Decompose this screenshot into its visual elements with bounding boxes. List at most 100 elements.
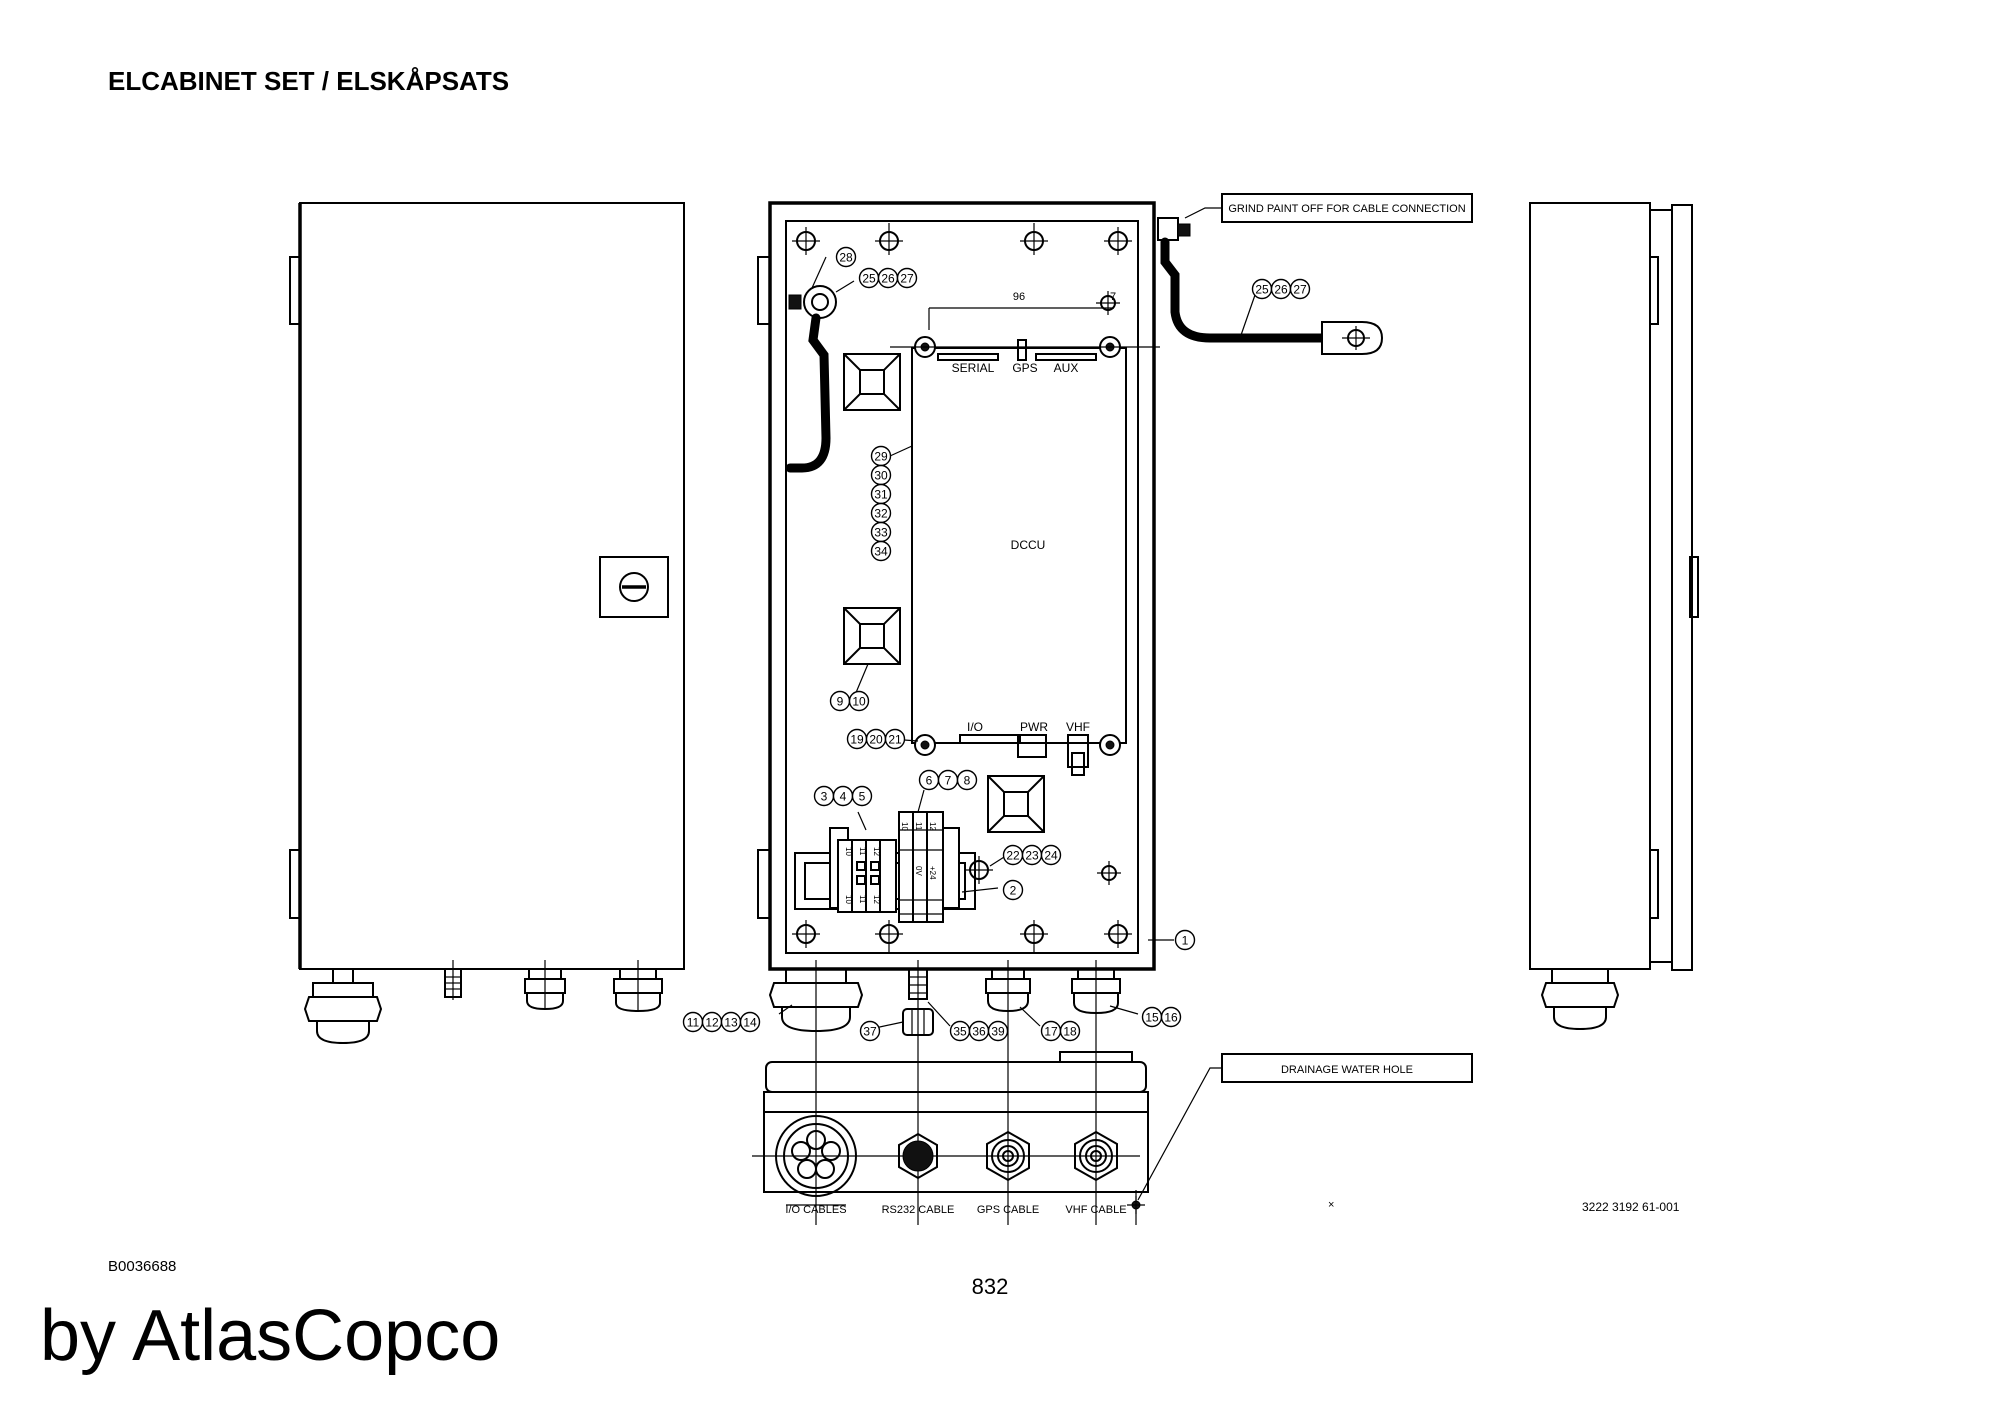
cable-tie-mount-2 <box>843 607 901 665</box>
item-number: 22 <box>1006 849 1020 863</box>
cabinet-bottom-view: I/O CABLES RS232 CABLE GPS CABLE VHF CAB… <box>752 1051 1149 1216</box>
item-balloon: 4 <box>832 785 854 807</box>
item-number: 33 <box>874 526 888 540</box>
item-balloon: 19 <box>846 728 868 750</box>
item-number: 16 <box>1164 1011 1178 1025</box>
dccu-module: 96 7 DCCU SERIAL GPS AUX I/O PWR VHF <box>890 291 1160 776</box>
label-gps-cable: GPS CABLE <box>977 1204 1039 1216</box>
item-balloon: 6 <box>918 769 940 791</box>
item-number: 30 <box>874 469 888 483</box>
item-number: 3 <box>821 790 828 804</box>
mounting-holes <box>792 223 1132 952</box>
item-balloon: 10 <box>848 690 870 712</box>
item-balloon: 26 <box>1270 278 1292 300</box>
callout-grind-paint-text: GRIND PAINT OFF FOR CABLE CONNECTION <box>1228 203 1465 215</box>
item-balloon: 33 <box>870 521 892 543</box>
item-balloon: 39 <box>987 1020 1009 1042</box>
item-number: 23 <box>1025 849 1039 863</box>
item-number: 15 <box>1145 1011 1159 1025</box>
item-balloon: 30 <box>870 464 892 486</box>
gps-gland-bottom <box>986 1130 1030 1182</box>
item-balloon: 7 <box>937 769 959 791</box>
item-balloon: 22 <box>1002 844 1024 866</box>
page-number: 832 <box>972 1274 1009 1299</box>
terminal-num: 12 <box>872 895 881 904</box>
item-number: 28 <box>839 251 853 265</box>
item-balloon: 18 <box>1059 1020 1081 1042</box>
item-balloon: 29 <box>870 445 892 467</box>
item-number: 21 <box>888 733 902 747</box>
dimension-96: 96 <box>1013 291 1025 303</box>
terminal-num: 10 <box>900 822 909 831</box>
item-number: 18 <box>1063 1025 1077 1039</box>
cabinet-side-view <box>1529 202 1699 1031</box>
label-io-cables: I/O CABLES <box>785 1204 846 1216</box>
item-balloon: 31 <box>870 483 892 505</box>
label-vhf-cable: VHF CABLE <box>1065 1204 1126 1216</box>
page-title: ELCABINET SET / ELSKÅPSATS <box>108 66 509 96</box>
item-number: 27 <box>900 272 914 286</box>
item-balloon: 8 <box>956 769 978 791</box>
item-number: 27 <box>1293 283 1307 297</box>
item-number: 10 <box>852 695 866 709</box>
item-number: 29 <box>874 450 888 464</box>
item-balloon: 36 <box>968 1020 990 1042</box>
earth-cable-external <box>1157 217 1384 355</box>
ground-stud-internal <box>785 285 837 473</box>
port-gps: GPS <box>1012 361 1037 375</box>
rs232-gland-bottom <box>898 1132 938 1180</box>
port-io: I/O <box>967 720 983 734</box>
item-balloon: 35 <box>949 1020 971 1042</box>
item-balloon: 17 <box>1040 1020 1062 1042</box>
terminal-num: 12 <box>928 822 937 831</box>
item-balloon: 12 <box>701 1011 723 1033</box>
drainage-hole-marker <box>1127 1196 1145 1214</box>
port-aux: AUX <box>1054 361 1079 375</box>
item-number: 12 <box>705 1016 719 1030</box>
terminal-num: 11 <box>914 822 923 831</box>
terminal-num: +24 <box>928 866 937 880</box>
cable-tie-mount-3 <box>987 775 1045 833</box>
item-balloon: 27 <box>1289 278 1311 300</box>
item-number: 6 <box>926 774 933 788</box>
item-number: 24 <box>1044 849 1058 863</box>
io-cable-gland-bottom <box>775 1115 857 1197</box>
item-number: 14 <box>743 1016 757 1030</box>
item-balloon: 32 <box>870 502 892 524</box>
item-number: 36 <box>972 1025 986 1039</box>
cable-tie-mount-1 <box>843 353 901 411</box>
dccu-label: DCCU <box>1011 538 1046 552</box>
cabinet-front-closed-view <box>289 202 685 1045</box>
item-balloon: 28 <box>835 246 857 268</box>
item-balloon: 24 <box>1040 844 1062 866</box>
item-number: 13 <box>724 1016 738 1030</box>
dimension-7: 7 <box>1110 291 1116 303</box>
item-balloon: 25 <box>858 267 880 289</box>
vhf-gland-bottom <box>1074 1130 1118 1182</box>
item-number: 39 <box>991 1025 1005 1039</box>
terminal-num: 0V <box>914 866 923 876</box>
port-vhf: VHF <box>1066 720 1090 734</box>
terminal-num: 12 <box>872 847 881 856</box>
item-number: 37 <box>863 1025 877 1039</box>
item-balloon: 26 <box>877 267 899 289</box>
item-balloon: 13 <box>720 1011 742 1033</box>
lock-icon <box>599 556 669 618</box>
item-number: 9 <box>837 695 844 709</box>
cross-mark: × <box>1328 1199 1334 1211</box>
cabinet-interior-view: 96 7 DCCU SERIAL GPS AUX I/O PWR VHF <box>757 201 1384 1225</box>
item-number: 20 <box>869 733 883 747</box>
item-balloon: 37 <box>859 1020 881 1042</box>
item-balloon: 2 <box>1002 879 1024 901</box>
item-balloon: 16 <box>1160 1006 1182 1028</box>
item-number: 17 <box>1044 1025 1058 1039</box>
callout-grind-paint: GRIND PAINT OFF FOR CABLE CONNECTION <box>1184 193 1473 223</box>
item-number: 8 <box>964 774 971 788</box>
item-number: 26 <box>881 272 895 286</box>
item-number: 11 <box>687 1016 700 1030</box>
item-balloon: 21 <box>884 728 906 750</box>
callout-drainage-text: DRAINAGE WATER HOLE <box>1281 1064 1413 1076</box>
image-code: B0036688 <box>108 1258 176 1275</box>
